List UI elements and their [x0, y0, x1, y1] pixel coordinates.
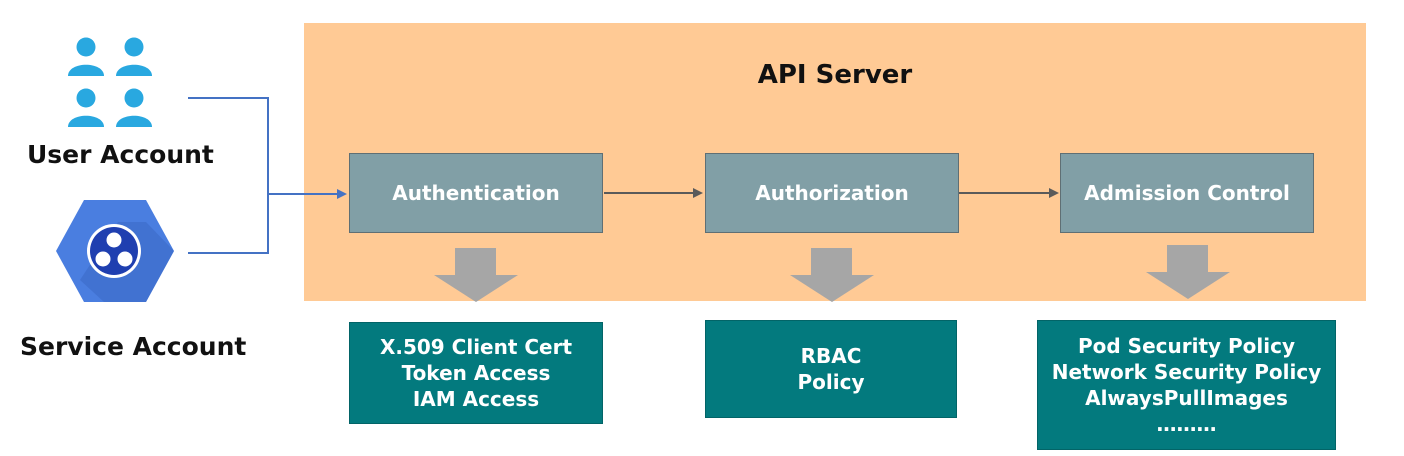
- api-server-title: API Server: [757, 60, 913, 90]
- stage-authentication: Authentication: [349, 153, 603, 233]
- admission-methods-box: Pod Security Policy Network Security Pol…: [1037, 320, 1336, 450]
- service-account-icon: [56, 200, 174, 302]
- user-account-label: User Account: [27, 140, 214, 169]
- stage-authorization: Authorization: [705, 153, 959, 233]
- stage-label: Admission Control: [1084, 181, 1290, 205]
- stage-label: Authorization: [755, 181, 909, 205]
- authn-down-arrow: [434, 248, 518, 302]
- users-icon: [68, 37, 152, 127]
- stage-admission-control: Admission Control: [1060, 153, 1314, 233]
- method-item: RBAC: [800, 344, 862, 368]
- authz-down-arrow: [790, 248, 874, 302]
- authorization-methods-box: RBAC Policy: [705, 320, 957, 418]
- authentication-methods-box: X.509 Client Cert Token Access IAM Acces…: [349, 322, 603, 424]
- method-item: Pod Security Policy: [1077, 334, 1296, 358]
- method-item: Token Access: [401, 361, 551, 385]
- method-item: ………: [1156, 412, 1217, 436]
- admission-down-arrow: [1146, 245, 1230, 299]
- actor-connector: [188, 97, 347, 254]
- method-item: X.509 Client Cert: [379, 335, 573, 359]
- method-item: Policy: [797, 370, 865, 394]
- method-item: IAM Access: [412, 387, 540, 411]
- method-item: Network Security Policy: [1051, 360, 1322, 384]
- method-item: AlwaysPullImages: [1085, 386, 1288, 410]
- stage-label: Authentication: [392, 181, 560, 205]
- service-account-label: Service Account: [20, 332, 247, 361]
